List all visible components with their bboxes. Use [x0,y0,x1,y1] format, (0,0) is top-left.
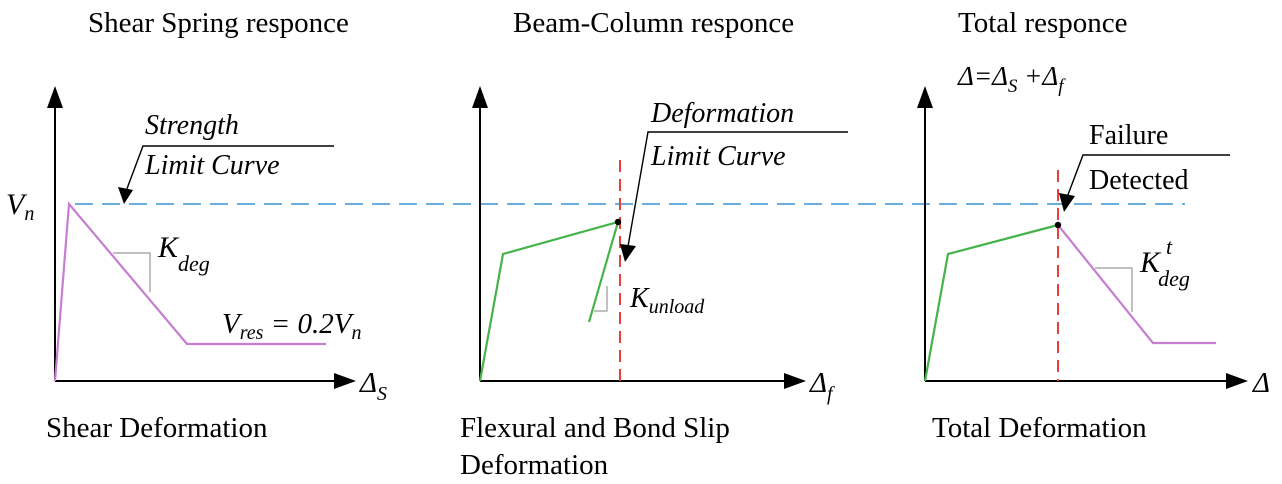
panel2-x-axis-arrow [784,373,806,389]
failure-point [1054,221,1062,229]
panel2-limit-label-2: Limit Curve [650,141,786,172]
panel2-leader-arrow [620,244,636,262]
panel2-beam-column: Δf Kunload Deformation Limit Curve Flexu… [460,86,848,481]
panel3-equation: Δ=ΔS +Δf [957,61,1066,97]
panel3-y-axis-arrow [917,86,933,108]
panel1-y-axis-arrow [47,86,63,108]
panel1-stiffness-label: Kdeg [157,231,210,276]
panel2-title: Beam-Column responce [513,7,794,39]
panel3-title: Total responce [958,7,1127,39]
panel3-leader-line [1065,154,1230,201]
panel3-failure-label-1: Failure [1089,120,1168,151]
total-response-post-failure [1057,224,1216,345]
panel1-x-axis-arrow [334,373,356,389]
panel2-y-axis-arrow [472,86,488,108]
panel3-leader-arrow [1059,193,1075,212]
panel2-x-label: Δf [809,367,835,405]
panel1-caption: Shear Deformation [46,412,268,444]
flexural-response-curve [478,220,620,382]
panel1-limit-label-2: Limit Curve [144,150,280,181]
panel3-x-label: Δ [1252,367,1270,399]
shear-response-curve [53,201,326,382]
panel3-failure-label-2: Detected [1089,165,1189,196]
panel1-shear-spring: Vn ΔS Kdeg Strength Limit Curve Vres = 0… [6,86,387,444]
panel2-limit-label-1: Deformation [650,98,794,129]
panel3-x-axis-arrow [1226,373,1248,389]
panel2-stiffness-label: Kunload [629,283,705,318]
panel2-caption-line2: Deformation [460,449,609,481]
panel2-caption-line1: Flexural and Bond Slip [460,412,730,444]
panel1-x-label: ΔS [359,367,387,405]
panel3-caption: Total Deformation [932,412,1147,444]
panel1-slope-triangle [113,252,151,292]
panel3-slope-triangle [1095,267,1133,312]
panel1-residual-label: Vres = 0.2Vn [222,308,361,344]
panel2-leader-line [626,131,848,253]
panel1-limit-label-1: Strength [145,110,239,141]
total-response-pre-failure [923,223,1059,382]
panel1-title: Shear Spring responce [88,7,349,39]
panel1-leader-arrow [118,187,133,204]
panel1-leader-line [124,145,334,195]
panel2-peak-point [614,218,622,226]
panel1-y-label: Vn [6,188,34,225]
panel2-slope-triangle [594,286,608,312]
